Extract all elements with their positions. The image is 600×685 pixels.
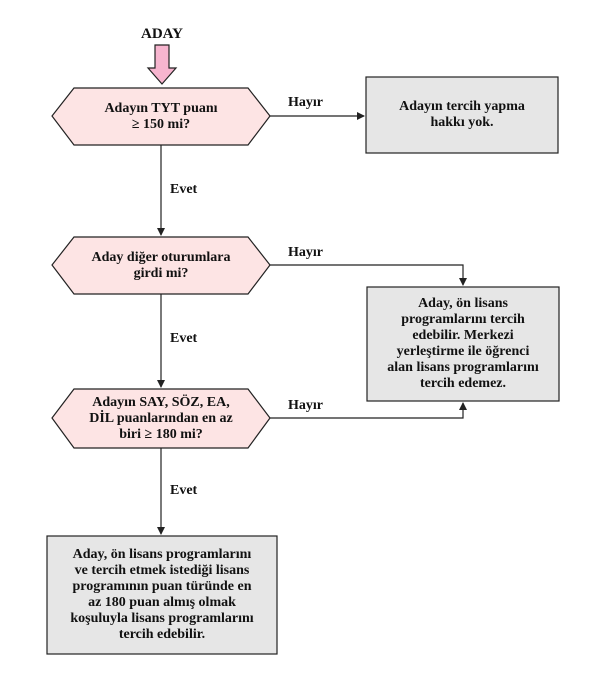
decision-1-line-2: ≥ 150 mi? bbox=[131, 117, 191, 132]
edge-label-no-3: Hayır bbox=[288, 398, 323, 413]
outcome-1-text: Adayın tercih yapma hakkı yok. bbox=[368, 79, 556, 151]
outcome-2-line-1: Aday, ön lisans bbox=[418, 296, 508, 311]
edge-label-yes-3: Evet bbox=[170, 483, 198, 498]
edge-d2-no bbox=[270, 264, 467, 286]
decision-3-text: Adayın SAY, SÖZ, EA, DİL puanlarından en… bbox=[62, 391, 260, 447]
outcome-2-line-4: yerleştirme ile öğrenci bbox=[396, 344, 530, 359]
edge-label-yes-2: Evet bbox=[170, 331, 198, 346]
outcome-3-shape bbox=[46, 535, 278, 655]
edge-label-yes-1: Evet bbox=[170, 182, 198, 197]
outcome-3-text: Aday, ön lisans programlarını ve tercih … bbox=[49, 538, 275, 652]
outcome-1-line-1: Adayın tercih yapma bbox=[399, 99, 525, 114]
outcome-1-line-2: hakkı yok. bbox=[430, 115, 494, 130]
outcome-3-line-6: tercih edebilir. bbox=[118, 627, 206, 642]
start-arrow-icon bbox=[146, 44, 178, 85]
outcome-2-text: Aday, ön lisans programlarını tercih ede… bbox=[369, 289, 557, 399]
decision-3-line-1: Adayın SAY, SÖZ, EA, bbox=[92, 395, 230, 410]
decision-3-line-2: DİL puanlarından en az bbox=[89, 411, 233, 426]
outcome-2-line-3: edebilir. Merkezi bbox=[412, 328, 514, 343]
outcome-2-line-6: tercih edemez. bbox=[419, 376, 507, 391]
start-label: ADAY bbox=[141, 26, 183, 42]
outcome-3-line-5: koşuluyla lisans programlarını bbox=[70, 611, 254, 626]
decision-3-line-3: biri ≥ 180 mi? bbox=[119, 427, 203, 442]
outcome-3-line-4: az 180 puan almış olmak bbox=[88, 595, 236, 610]
outcome-3-line-3: programının puan türünde en bbox=[72, 579, 252, 594]
outcome-3-line-2: ve tercih etmek istediği lisans bbox=[74, 563, 250, 578]
decision-1-text: Adayın TYT puanı ≥ 150 mi? bbox=[62, 90, 260, 144]
edge-label-no-1: Hayır bbox=[288, 95, 323, 110]
outcome-2-shape bbox=[366, 286, 560, 402]
decision-1-line-1: Adayın TYT puanı bbox=[104, 101, 218, 116]
outcome-3-line-1: Aday, ön lisans programlarını bbox=[72, 547, 252, 562]
outcome-2-line-2: programlarını tercih bbox=[401, 312, 525, 327]
edge-d3-no bbox=[270, 402, 467, 419]
decision-2-line-1: Aday diğer oturumlara bbox=[91, 250, 231, 265]
outcome-1-shape bbox=[365, 76, 559, 154]
outcome-2-line-5: alan lisans programlarını bbox=[387, 360, 539, 375]
decision-2-line-2: girdi mi? bbox=[133, 266, 189, 281]
decision-2-text: Aday diğer oturumlara girdi mi? bbox=[62, 239, 260, 293]
edge-label-no-2: Hayır bbox=[288, 245, 323, 260]
